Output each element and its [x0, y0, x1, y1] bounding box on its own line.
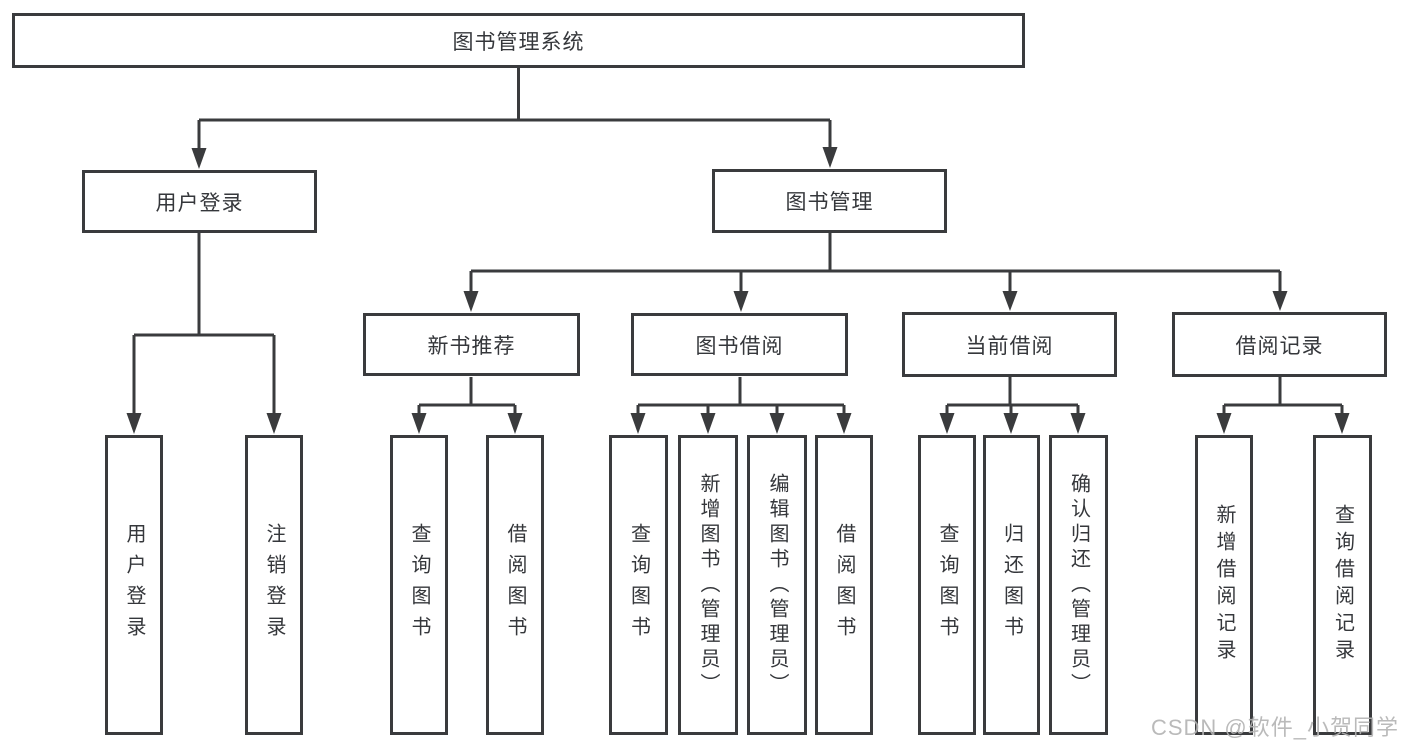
node-current-borrow: 当前借阅	[902, 312, 1117, 377]
node-label: 借阅图书	[833, 523, 855, 647]
node-label: 图书管理系统	[452, 30, 585, 54]
node-label: 注销登录	[263, 523, 285, 647]
node-leaf-borrow-books-recommend: 借阅图书	[486, 435, 544, 735]
node-leaf-logout: 注销登录	[245, 435, 303, 735]
node-label: 借阅图书	[504, 523, 526, 647]
node-label: 用户登录	[155, 191, 244, 215]
node-label: 查询借阅记录	[1331, 504, 1354, 666]
node-label: 查询图书	[936, 523, 958, 647]
node-label: 确认归还（管理员）	[1067, 472, 1090, 698]
node-leaf-confirm-return-admin: 确认归还（管理员）	[1049, 435, 1108, 735]
node-leaf-borrow-books: 借阅图书	[815, 435, 873, 735]
node-label: 新增图书（管理员）	[697, 472, 719, 698]
node-leaf-query-books-borrow: 查询图书	[609, 435, 668, 735]
node-label: 归还图书	[1000, 523, 1023, 647]
node-user-login: 用户登录	[82, 170, 317, 233]
node-borrow-records: 借阅记录	[1172, 312, 1387, 377]
node-book-borrow: 图书借阅	[631, 313, 848, 376]
node-label: 新增借阅记录	[1213, 504, 1235, 666]
node-book-management-system: 图书管理系统	[12, 13, 1025, 68]
node-label: 当前借阅	[965, 334, 1054, 358]
node-label: 查询图书	[627, 523, 650, 647]
node-leaf-add-borrow-record: 新增借阅记录	[1195, 435, 1253, 735]
node-label: 借阅记录	[1235, 334, 1324, 358]
node-leaf-add-books-admin: 新增图书（管理员）	[678, 435, 738, 735]
node-leaf-return-books: 归还图书	[983, 435, 1040, 735]
node-label: 图书借阅	[695, 334, 784, 358]
node-book-management: 图书管理	[712, 169, 947, 233]
node-leaf-query-books-current: 查询图书	[918, 435, 976, 735]
node-leaf-query-borrow-record: 查询借阅记录	[1313, 435, 1372, 735]
node-label: 图书管理	[785, 191, 874, 214]
node-leaf-query-books-recommend: 查询图书	[390, 435, 448, 735]
node-label: 用户登录	[123, 523, 145, 647]
node-label: 编辑图书（管理员）	[766, 472, 788, 698]
node-new-book-recommend: 新书推荐	[363, 313, 580, 376]
node-label: 查询图书	[408, 523, 430, 647]
node-leaf-edit-books-admin: 编辑图书（管理员）	[747, 435, 807, 735]
node-leaf-user-login: 用户登录	[105, 435, 163, 735]
node-label: 新书推荐	[427, 334, 516, 358]
